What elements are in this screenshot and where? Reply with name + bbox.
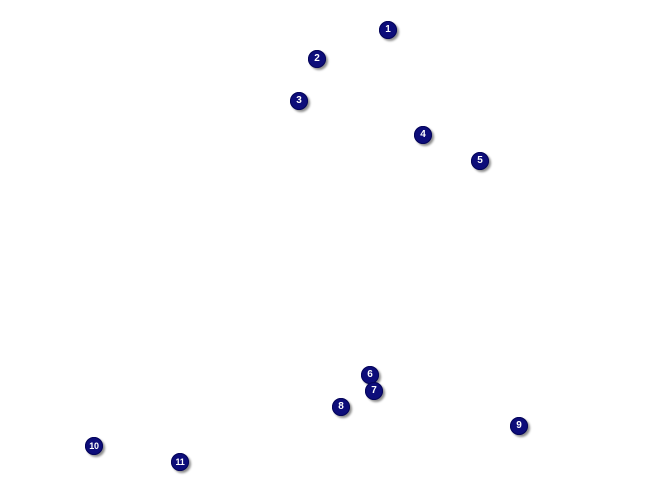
map-marker-5[interactable]: 5 xyxy=(471,152,489,170)
map-marker-2[interactable]: 2 xyxy=(308,50,326,68)
map-marker-4[interactable]: 4 xyxy=(414,126,432,144)
map-marker-8[interactable]: 8 xyxy=(332,398,350,416)
map-marker-1[interactable]: 1 xyxy=(379,21,397,39)
map-marker-10[interactable]: 10 xyxy=(85,437,103,455)
map-marker-6[interactable]: 6 xyxy=(361,366,379,384)
map-marker-3[interactable]: 3 xyxy=(290,92,308,110)
map-marker-11[interactable]: 11 xyxy=(171,453,189,471)
map-marker-7[interactable]: 7 xyxy=(365,382,383,400)
map-marker-9[interactable]: 9 xyxy=(510,417,528,435)
